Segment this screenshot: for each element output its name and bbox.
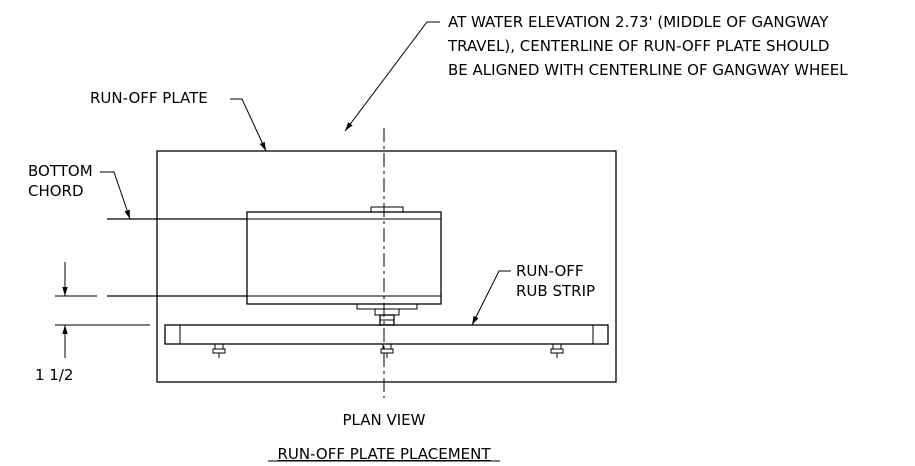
run-off-plate-leader (230, 98, 267, 152)
clearance-dimension (55, 262, 150, 358)
run-off-plate-outline (156, 150, 617, 383)
water-note-leader (344, 21, 440, 132)
water-note-line-1: AT WATER ELEVATION 2.73' (MIDDLE OF GANG… (448, 13, 829, 31)
rub-strip-label-line-1: RUN-OFF (516, 262, 584, 280)
run-off-rub-strip (164, 324, 609, 345)
bottom-chord-label-line-1: BOTTOM (28, 162, 93, 180)
clearance-dimension-text: 1 1/2 (35, 366, 73, 384)
bolt-center (380, 343, 394, 358)
gangway-wheel (246, 206, 442, 326)
bottom-chord-label-line-2: CHORD (28, 182, 84, 200)
water-note-line-2: TRAVEL), CENTERLINE OF RUN-OFF PLATE SHO… (447, 37, 829, 55)
bolt-right (550, 343, 564, 358)
drawing-title: RUN-OFF PLATE PLACEMENT (277, 445, 491, 463)
bolt-left (212, 343, 226, 358)
rub-strip-label-line-2: RUB STRIP (516, 282, 595, 300)
rub-strip-leader (471, 270, 511, 326)
view-name: PLAN VIEW (343, 411, 426, 429)
run-off-plate-label: RUN-OFF PLATE (90, 89, 208, 107)
water-note-line-3: BE ALIGNED WITH CENTERLINE OF GANGWAY WH… (448, 61, 848, 79)
bottom-chord-leader (100, 171, 131, 220)
